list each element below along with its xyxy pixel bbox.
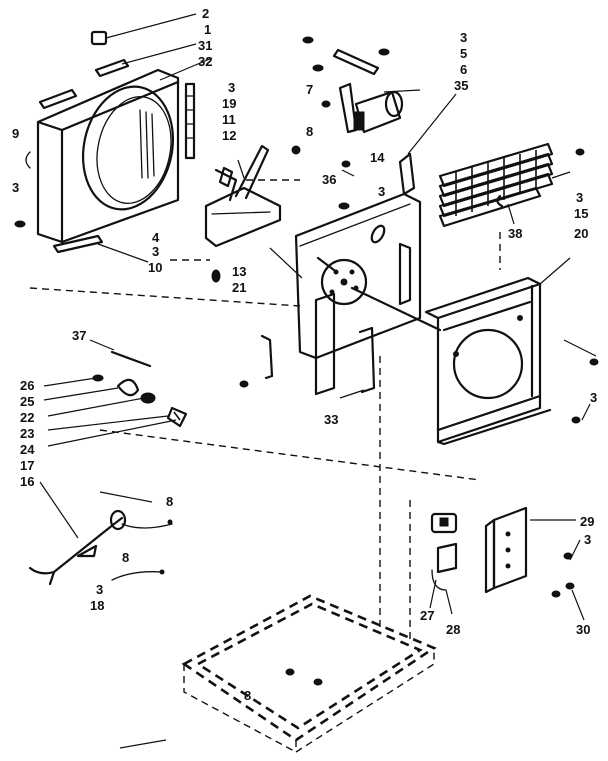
callout-3: 3 xyxy=(12,180,19,195)
leader-lines xyxy=(39,13,597,749)
callout-11: 11 xyxy=(222,112,236,127)
callout-8: 8 xyxy=(122,550,129,565)
callout-3: 3 xyxy=(228,80,235,95)
callout-28: 28 xyxy=(446,622,460,637)
callout-1: 1 xyxy=(204,22,211,37)
construction-lines xyxy=(29,179,501,640)
callout-3: 3 xyxy=(96,582,103,597)
callout-2: 2 xyxy=(202,6,209,21)
callout-4: 4 xyxy=(152,230,160,245)
callout-31: 31 xyxy=(198,38,212,53)
callout-25: 25 xyxy=(20,394,34,409)
callout-9: 9 xyxy=(12,126,19,141)
screws-top-center xyxy=(291,36,390,210)
callout-14: 14 xyxy=(370,150,385,165)
fan-hub-assembly xyxy=(92,350,188,428)
control-bracket xyxy=(484,506,575,598)
clip-38 xyxy=(496,194,504,208)
callout-24: 24 xyxy=(20,442,35,457)
callout-36: 36 xyxy=(322,172,336,187)
clip-35 xyxy=(398,152,416,196)
callout-22: 22 xyxy=(20,410,34,425)
callout-13: 13 xyxy=(232,264,246,279)
callout-15: 15 xyxy=(574,206,588,221)
power-cord xyxy=(28,509,173,586)
callout-6: 6 xyxy=(460,62,467,77)
screws-left xyxy=(14,220,221,283)
callout-3: 3 xyxy=(590,390,597,405)
fan-guard-bar xyxy=(332,48,380,76)
callout-3: 3 xyxy=(460,30,467,45)
callout-17: 17 xyxy=(20,458,34,473)
callout-8: 8 xyxy=(166,494,173,509)
callout-3: 3 xyxy=(378,184,385,199)
callout-3: 3 xyxy=(152,244,159,259)
base-pan xyxy=(181,594,437,754)
callout-38: 38 xyxy=(508,226,522,241)
callout-20: 20 xyxy=(574,226,588,241)
callout-8: 8 xyxy=(306,124,313,139)
spring-clip xyxy=(260,334,274,380)
callout-12: 12 xyxy=(222,128,236,143)
callout-7: 7 xyxy=(306,82,313,97)
orifice-plate xyxy=(424,276,599,446)
callout-32: 32 xyxy=(198,54,212,69)
callout-16: 16 xyxy=(20,474,34,489)
callout-23: 23 xyxy=(20,426,34,441)
callout-26: 26 xyxy=(20,378,34,393)
vertical-strip-19 xyxy=(184,82,196,160)
callout-10: 10 xyxy=(148,260,162,275)
callout-labels: 2 1 31 32 9 3 4 3 10 3 19 11 12 8 7 3 5 … xyxy=(12,6,597,703)
fan-shroud xyxy=(25,68,180,244)
callout-29: 29 xyxy=(580,514,594,529)
callout-8: 8 xyxy=(244,688,251,703)
callout-30: 30 xyxy=(576,622,590,637)
thermostat xyxy=(430,512,458,591)
callout-37: 37 xyxy=(72,328,86,343)
motor-shaft xyxy=(350,286,442,332)
callout-35: 35 xyxy=(454,78,468,93)
callout-27: 27 xyxy=(420,608,434,623)
callout-3: 3 xyxy=(584,532,591,547)
callout-33: 33 xyxy=(324,412,338,427)
callout-19: 19 xyxy=(222,96,236,111)
screws-center xyxy=(239,380,249,388)
condenser-coil xyxy=(438,142,585,228)
callout-18: 18 xyxy=(90,598,104,613)
motor-mount-bracket xyxy=(204,144,282,248)
partition-panel xyxy=(294,192,422,396)
callout-5: 5 xyxy=(460,46,467,61)
callout-3: 3 xyxy=(576,190,583,205)
callout-21: 21 xyxy=(232,280,246,295)
